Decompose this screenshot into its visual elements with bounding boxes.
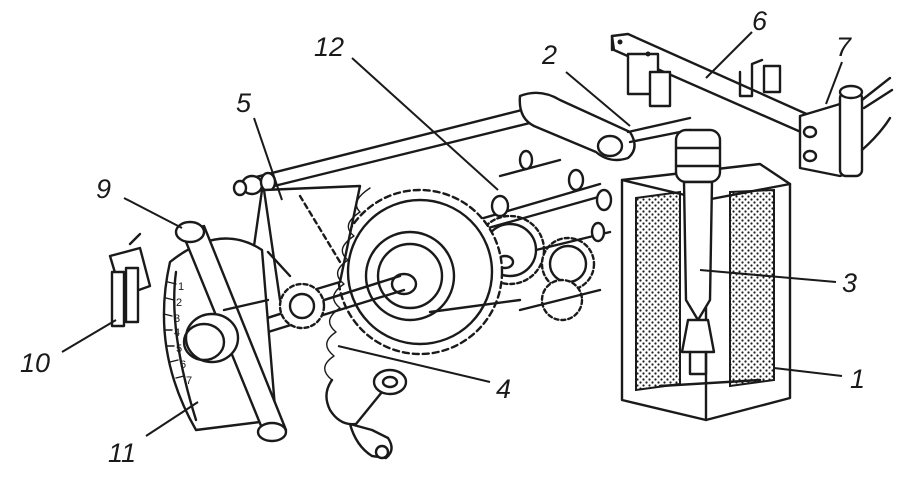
leader-11 [145,401,199,437]
callout-9: 9 [96,174,112,204]
top-bracket [610,32,824,138]
leader-5 [253,117,283,201]
leader-3 [699,269,837,283]
leader-9 [123,197,183,229]
callout-10: 10 [20,348,51,378]
scale-mark-4: 4 [174,327,180,339]
large-gear [336,188,504,356]
scale-mark-3: 3 [174,313,180,325]
scale-mark-2: 2 [176,297,182,309]
callout-12: 12 [314,32,345,62]
leader-12 [351,57,499,191]
leader-1 [773,367,843,377]
callout-7: 7 [836,32,852,62]
callout-1: 1 [850,364,866,394]
scale-mark-5: 5 [176,343,182,355]
contact-assembly [798,76,894,178]
scale-mark-1: 1 [178,281,184,293]
leader-2 [565,71,631,127]
leader-10 [61,319,117,353]
pointer-lever [174,220,288,443]
crank-arm [518,91,692,162]
scale-ticks [163,281,185,379]
lever-plate [252,184,362,330]
callout-2: 2 [542,40,558,70]
scale-mark-6: 6 [180,359,186,371]
callout-3: 3 [842,268,858,298]
plunger [674,128,722,376]
callout-11: 11 [108,438,137,468]
leader-lines [61,31,843,437]
scale-mark-7: 7 [186,375,192,387]
terminal-block [108,232,152,328]
solenoid-coil [620,162,792,422]
leader-7 [825,61,843,105]
leader-4 [337,345,491,383]
coil-spring [324,187,408,460]
scale-labels: 1 2 3 4 5 6 7 [174,281,192,387]
callout-5: 5 [236,88,252,118]
leader-6 [705,31,753,79]
callout-6: 6 [752,6,768,36]
callout-4: 4 [496,374,512,404]
